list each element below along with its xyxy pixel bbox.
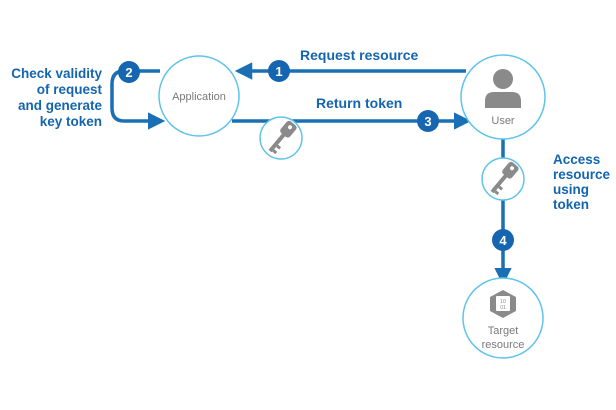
check-validity-label: Check validity of request and generate k…: [11, 66, 102, 129]
return-token-label: Return token: [316, 95, 402, 111]
access-resource-label: Access resource using token: [553, 152, 611, 212]
svg-text:of request: of request: [37, 82, 103, 97]
request-resource-label: Request resource: [300, 47, 418, 63]
target-label-line1: Target: [488, 325, 519, 337]
user-node: User: [460, 54, 546, 140]
application-label: Application: [172, 91, 226, 103]
key-icon: [268, 120, 297, 155]
svg-text:10: 10: [500, 299, 506, 305]
return-token-key: [259, 116, 303, 160]
step-badge-4: 4: [492, 229, 514, 251]
svg-text:Check validity: Check validity: [11, 66, 102, 81]
svg-text:key token: key token: [40, 114, 102, 129]
svg-text:Access: Access: [553, 152, 600, 167]
svg-text:using: using: [553, 182, 589, 197]
svg-text:3: 3: [424, 114, 431, 129]
application-node: Application: [158, 55, 240, 137]
user-label: User: [491, 115, 515, 127]
target-label-line2: resource: [482, 339, 525, 351]
svg-text:2: 2: [125, 65, 132, 80]
svg-text:4: 4: [499, 233, 507, 248]
svg-text:and generate: and generate: [18, 98, 103, 113]
user-icon: [485, 69, 521, 108]
svg-text:01: 01: [500, 305, 506, 311]
step-badge-2: 2: [118, 61, 140, 83]
step-badge-3: 3: [417, 110, 439, 132]
svg-text:1: 1: [275, 64, 282, 79]
resource-icon: 10 01: [490, 290, 516, 318]
svg-text:resource: resource: [553, 167, 611, 182]
target-resource-node: 10 01 Target resource: [462, 277, 544, 359]
key-icon: [490, 161, 519, 196]
step-badge-1: 1: [268, 60, 290, 82]
access-token-key: [481, 157, 525, 201]
svg-text:token: token: [553, 197, 589, 212]
